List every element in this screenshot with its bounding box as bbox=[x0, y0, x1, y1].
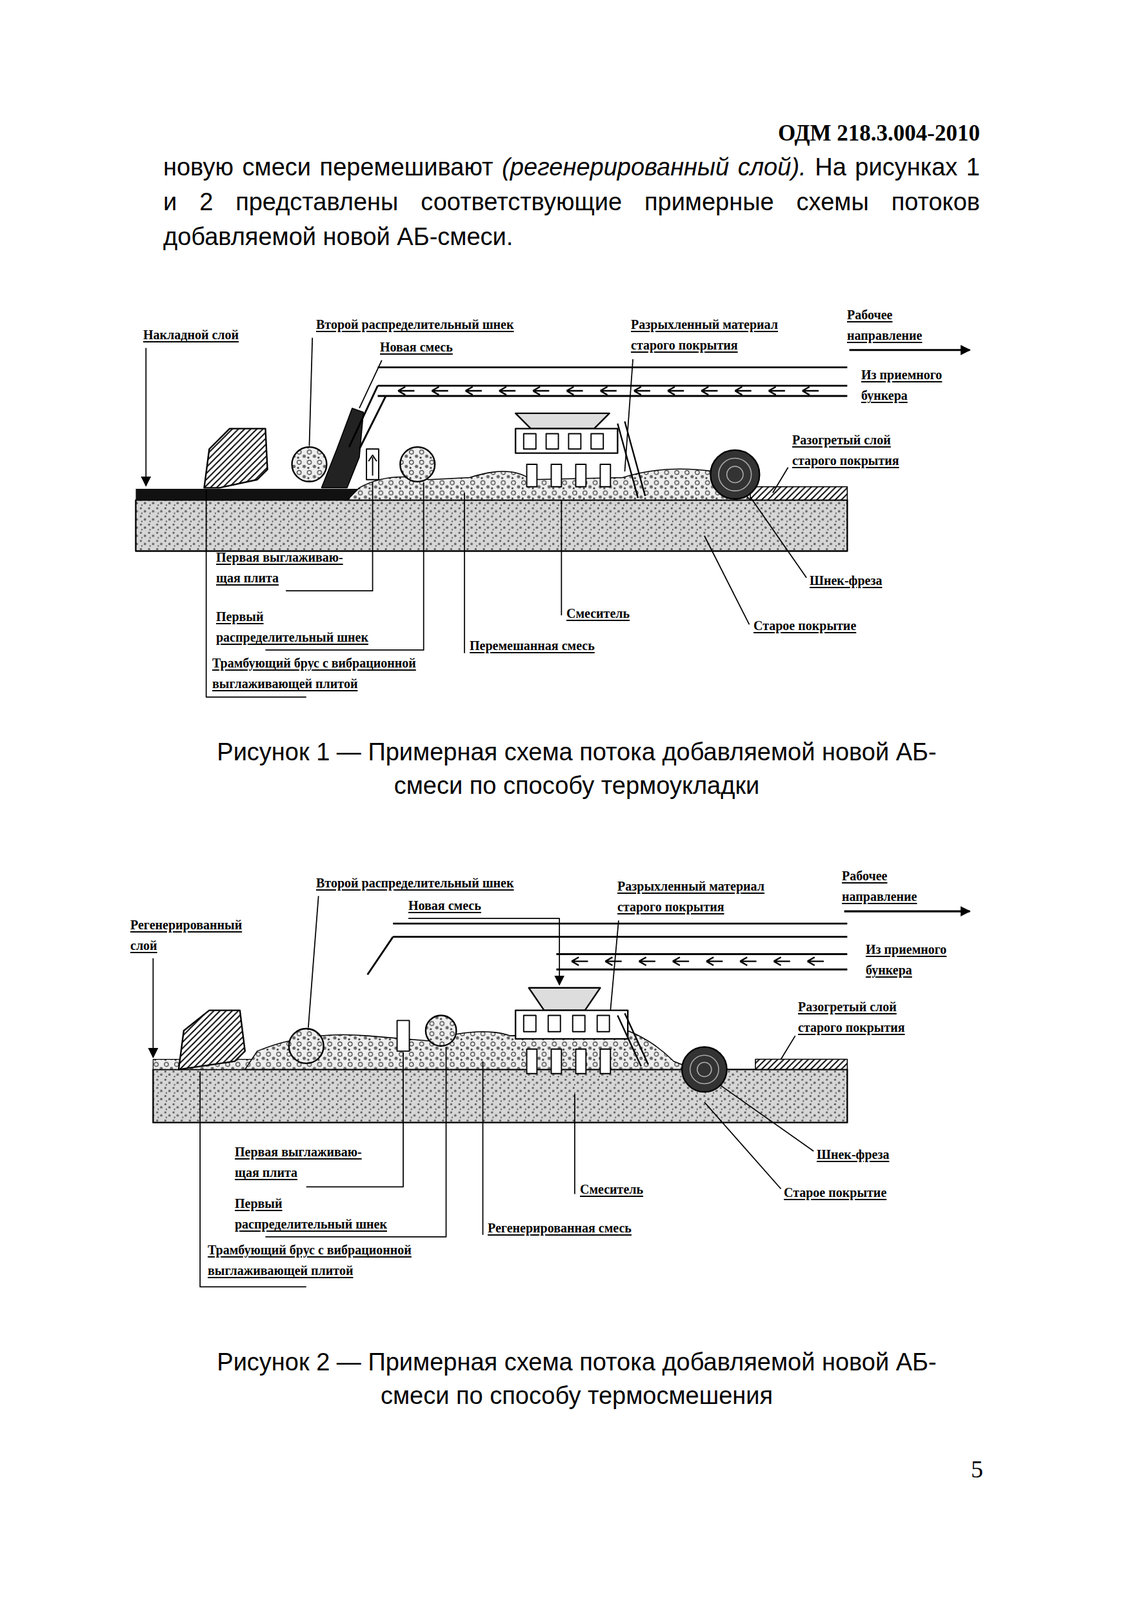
mixer-paddles bbox=[523, 1015, 611, 1074]
mixer-chute bbox=[617, 421, 646, 499]
part-label: Новая смесь bbox=[408, 895, 482, 917]
body-paragraph: новую смеси перемешивают (регенерированн… bbox=[163, 149, 980, 255]
part-label: Новая смесь bbox=[379, 336, 454, 358]
part-label: Из приемного бункера bbox=[861, 364, 943, 406]
part-label: Первый распределительный шнек bbox=[234, 1193, 388, 1235]
auger bbox=[289, 1028, 324, 1064]
direction-label: Рабочее направление bbox=[841, 865, 905, 908]
auger bbox=[425, 1015, 457, 1046]
plate-arrow bbox=[368, 455, 377, 477]
part-label: Регенерированный слой bbox=[130, 914, 202, 957]
part-label: Старое покрытие bbox=[783, 1182, 888, 1204]
part-label: Накладной слой bbox=[143, 324, 240, 346]
part-label: Из приемного бункера bbox=[865, 939, 948, 981]
part-label: Смеситель bbox=[566, 603, 631, 624]
document-code: ОДМ 218.3.004-2010 bbox=[777, 119, 980, 148]
new-mix-pile bbox=[321, 408, 364, 488]
part-label: Шнек-фреза bbox=[809, 570, 884, 591]
part-label: Трамбующий брус с вибрационной выглажива… bbox=[212, 652, 417, 695]
screed bbox=[178, 1010, 246, 1071]
part-label: Первый распределительный шнек bbox=[216, 606, 369, 648]
mixer-chute bbox=[617, 1013, 648, 1067]
hopper bbox=[515, 413, 610, 429]
part-label: Первая выглаживаю- щая плита bbox=[216, 547, 344, 589]
body-text: новую смеси перемешивают bbox=[163, 153, 494, 181]
part-label: Разогретый слой старого покрытия bbox=[792, 429, 900, 471]
figure-1-machine bbox=[135, 367, 848, 552]
heated-layer bbox=[755, 1059, 848, 1071]
part-label: Старое покрытие bbox=[753, 615, 858, 637]
old-pavement bbox=[135, 499, 848, 551]
part-label: Шнек-фреза bbox=[816, 1144, 891, 1166]
auger bbox=[292, 447, 328, 482]
page-number: 5 bbox=[970, 1455, 984, 1484]
part-label: Второй распределительный шнек bbox=[316, 872, 515, 894]
auger bbox=[399, 447, 435, 482]
figure-2-machine bbox=[152, 923, 848, 1124]
figure-caption: Рисунок 2 — Примерная схема потока добав… bbox=[202, 1345, 951, 1413]
mixer-paddles bbox=[523, 434, 611, 488]
body-text-italic: (регенерированный слой). bbox=[501, 153, 807, 181]
part-label: Разрыхленный материал старого покрытия bbox=[617, 876, 765, 918]
part-label: Перемешанная смесь bbox=[469, 635, 596, 657]
plate bbox=[366, 448, 379, 480]
figure-2-leaders bbox=[152, 896, 970, 1287]
heated-layer bbox=[750, 487, 848, 501]
mill bbox=[710, 450, 760, 500]
flow-arrows bbox=[571, 957, 824, 966]
hopper bbox=[528, 988, 601, 1011]
conveyor bbox=[367, 923, 848, 975]
figure-caption: Рисунок 1 — Примерная схема потока добав… bbox=[202, 735, 951, 803]
plate bbox=[397, 1020, 410, 1051]
part-label: Первая выглаживаю- щая плита bbox=[234, 1141, 363, 1184]
screed bbox=[203, 428, 268, 489]
overlay-layer bbox=[135, 488, 371, 500]
part-label: Второй распределительный шнек bbox=[316, 314, 515, 335]
part-label: Смеситель bbox=[579, 1179, 645, 1200]
part-label: Регенерированная смесь bbox=[487, 1217, 633, 1239]
part-label: Разогретый слой старого покрытия bbox=[797, 996, 906, 1038]
flow-arrows bbox=[398, 387, 819, 396]
part-label: Разрыхленный материал старого покрытия bbox=[630, 314, 778, 356]
old-pavement bbox=[152, 1069, 848, 1123]
part-label: Трамбующий брус с вибрационной выглажива… bbox=[207, 1239, 412, 1282]
direction-label: Рабочее направление bbox=[847, 304, 910, 346]
figure-1-leaders bbox=[145, 338, 970, 698]
